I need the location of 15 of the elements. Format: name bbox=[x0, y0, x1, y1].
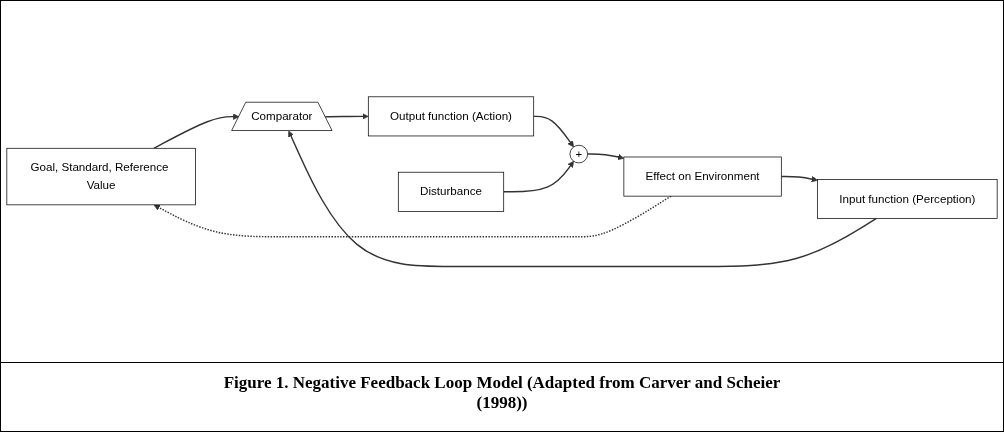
arrow bbox=[153, 195, 672, 238]
arrow bbox=[532, 115, 574, 148]
arrow bbox=[324, 113, 369, 120]
arrow bbox=[153, 113, 240, 149]
arrow bbox=[586, 153, 625, 160]
node-box: Disturbance bbox=[397, 171, 505, 212]
node-circle: + bbox=[569, 144, 588, 164]
arrow bbox=[503, 160, 574, 193]
node-box: Output function (Action) bbox=[367, 96, 535, 137]
figure-caption: Figure 1. Negative Feedback Loop Model (Adapted from Carver and Scheier (1998)) bbox=[222, 372, 782, 414]
node-box: Input function (Perception) bbox=[817, 178, 998, 219]
node-box: Goal, Standard, Reference Value bbox=[6, 147, 196, 206]
arrow bbox=[780, 175, 818, 183]
node-box: Effect on Environment bbox=[623, 156, 782, 197]
arrow bbox=[288, 130, 877, 268]
